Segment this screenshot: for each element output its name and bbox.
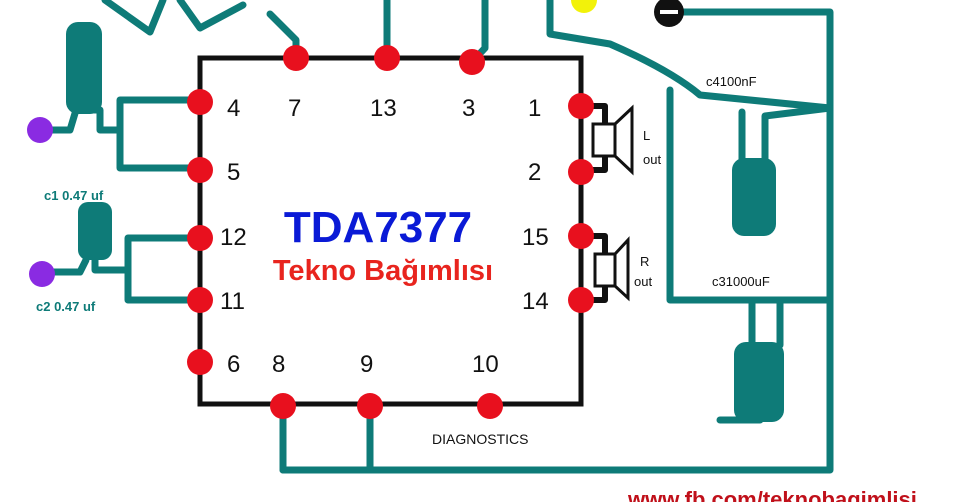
capacitor-top-left	[66, 22, 102, 114]
pin-dot-1	[568, 93, 594, 119]
pin-label-9: 9	[360, 351, 373, 378]
input-terminal-1	[27, 117, 53, 143]
pin-dot-3	[459, 49, 485, 75]
chip-name: TDA7377	[284, 203, 472, 252]
wire-pin4-5	[116, 96, 204, 172]
wire-pin12-11	[124, 234, 204, 304]
pin-dot-13	[374, 45, 400, 71]
pin-dot-6	[187, 349, 213, 375]
diagnostics-label: DIAGNOSTICS	[432, 431, 528, 447]
wire-c4-right	[761, 104, 834, 166]
pin-label-8: 8	[272, 351, 285, 378]
speaker-left-word: out	[643, 152, 661, 167]
capacitor-label-c2: c2 0.47 uf	[36, 299, 96, 314]
wire-top-left-a	[101, 0, 167, 36]
pin-dot-7	[283, 45, 309, 71]
speaker-right-letter: R	[640, 254, 649, 269]
wire-right-rail	[279, 104, 834, 474]
capacitor-c3	[734, 342, 784, 422]
capacitor-c1	[78, 202, 112, 260]
minus-terminal-icon	[654, 0, 684, 27]
pin-dot-4	[187, 89, 213, 115]
input-terminal-2	[29, 261, 55, 287]
capacitor-label-c3: c31000uF	[712, 274, 770, 289]
pin-dot-2	[568, 159, 594, 185]
pins	[187, 45, 594, 419]
speaker-left-letter: L	[643, 128, 650, 143]
speaker-icon	[593, 236, 630, 302]
capacitor-label-c1: c1 0.47 uf	[44, 188, 104, 203]
capacitor-label-c4: c4100nF	[706, 74, 757, 89]
pin-label-3: 3	[462, 95, 475, 122]
pin-label-13: 13	[370, 95, 397, 122]
pin-dot-9	[357, 393, 383, 419]
pin-dot-14	[568, 287, 594, 313]
pin-dot-8	[270, 393, 296, 419]
pin-dot-10	[477, 393, 503, 419]
pin-label-11: 11	[220, 288, 245, 315]
pin-label-5: 5	[227, 159, 240, 186]
pin-label-2: 2	[528, 159, 541, 186]
wire-top-left-b	[176, 0, 247, 32]
yellow-terminal	[571, 0, 597, 13]
pin-label-4: 4	[227, 95, 240, 122]
wire-top-right-curve	[546, 0, 834, 112]
pin-dot-5	[187, 157, 213, 183]
pin-label-14: 14	[522, 288, 549, 315]
pin-label-1: 1	[528, 95, 541, 122]
capacitor-c4	[732, 158, 776, 236]
pin-label-10: 10	[472, 351, 499, 378]
wire-c1-joint	[91, 251, 132, 274]
speaker-right-word: out	[634, 274, 652, 289]
pin-label-12: 12	[220, 224, 247, 251]
pin-dot-11	[187, 287, 213, 313]
footer-watermark: www.fb.com/teknobagimlisi	[627, 487, 917, 502]
pin-label-15: 15	[522, 224, 549, 251]
pin-label-6: 6	[227, 351, 240, 378]
pin-dot-12	[187, 225, 213, 251]
capacitors	[66, 22, 784, 422]
pin-dot-15	[568, 223, 594, 249]
pin-label-7: 7	[288, 95, 301, 122]
chip-subtitle: Tekno Bağımlısı	[273, 255, 493, 287]
speaker-icon	[591, 104, 634, 176]
wire-input2	[40, 256, 90, 276]
